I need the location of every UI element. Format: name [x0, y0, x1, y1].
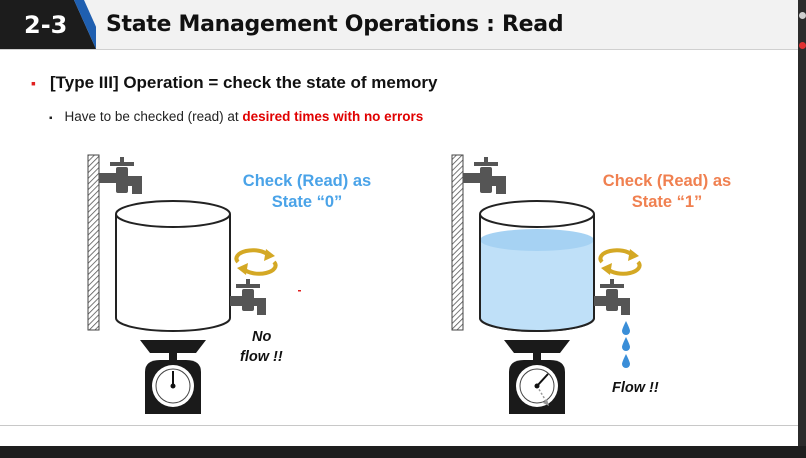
faucet-icon: [99, 157, 142, 194]
state1-check-label: Check (Read) as State “1”: [588, 171, 746, 213]
section-number: 2-3: [24, 11, 68, 39]
bullet-level1: ▪ [Type III] Operation = check the state …: [31, 73, 437, 93]
record-dot-icon[interactable]: [799, 42, 806, 49]
water-drop-icon: [622, 337, 630, 351]
footer-divider: [0, 425, 798, 426]
left-scene: [87, 154, 301, 414]
red-dot: [298, 290, 301, 292]
water-drops: [622, 321, 630, 368]
state0-check-label-line2: State “0”: [271, 193, 343, 211]
bullet-level1-text: [Type III] Operation = check the state o…: [49, 73, 438, 92]
spout-valve-icon: [230, 279, 266, 315]
flow-label: Flow !!: [612, 380, 659, 396]
right-scene: [451, 154, 642, 414]
water-tank-icon: [115, 200, 231, 332]
rotate-arrows-icon: [598, 248, 642, 276]
state0-check-label: Check (Read) as State “0”: [228, 171, 386, 213]
no-flow-label-line2: flow !!: [240, 349, 283, 365]
faucet-icon: [463, 157, 506, 194]
red-square-bullet-icon: ▪: [31, 75, 36, 91]
bullet-level2: ▪ Have to be checked (read) at desired ti…: [49, 109, 423, 124]
slide-title: State Management Operations : Read: [106, 12, 564, 37]
water-tank-icon: [479, 200, 595, 332]
rotate-arrows-icon: [234, 248, 278, 276]
section-number-badge: [0, 0, 96, 49]
state1-check-label-line2: State “1”: [631, 193, 703, 211]
no-flow-label-line1: No: [252, 329, 272, 345]
state1-check-label-line1: Check (Read) as: [602, 172, 732, 190]
water-drop-icon: [622, 354, 630, 368]
state0-check-label-line1: Check (Read) as: [242, 172, 372, 190]
slide: 2-3 State Management Operations : Read ▪…: [0, 0, 798, 446]
wall-icon: [451, 154, 464, 331]
bullet-level2-highlight: desired times with no errors: [242, 109, 424, 124]
weighing-scale-icon: [140, 340, 206, 414]
wall-icon: [87, 154, 100, 331]
water-drop-icon: [622, 321, 630, 335]
bottom-strip: [0, 446, 806, 458]
bullet-level2-prefix: Have to be checked (read) at: [64, 109, 243, 124]
toolbar-dot-icon[interactable]: [799, 12, 806, 19]
illustration: [87, 154, 642, 414]
side-toolbar-strip: [798, 0, 806, 458]
header-bar: 2-3 State Management Operations : Read: [0, 0, 798, 50]
spout-valve-icon: [594, 279, 630, 315]
weighing-scale-icon: [504, 340, 570, 414]
square-bullet-icon: ▪: [49, 113, 53, 124]
